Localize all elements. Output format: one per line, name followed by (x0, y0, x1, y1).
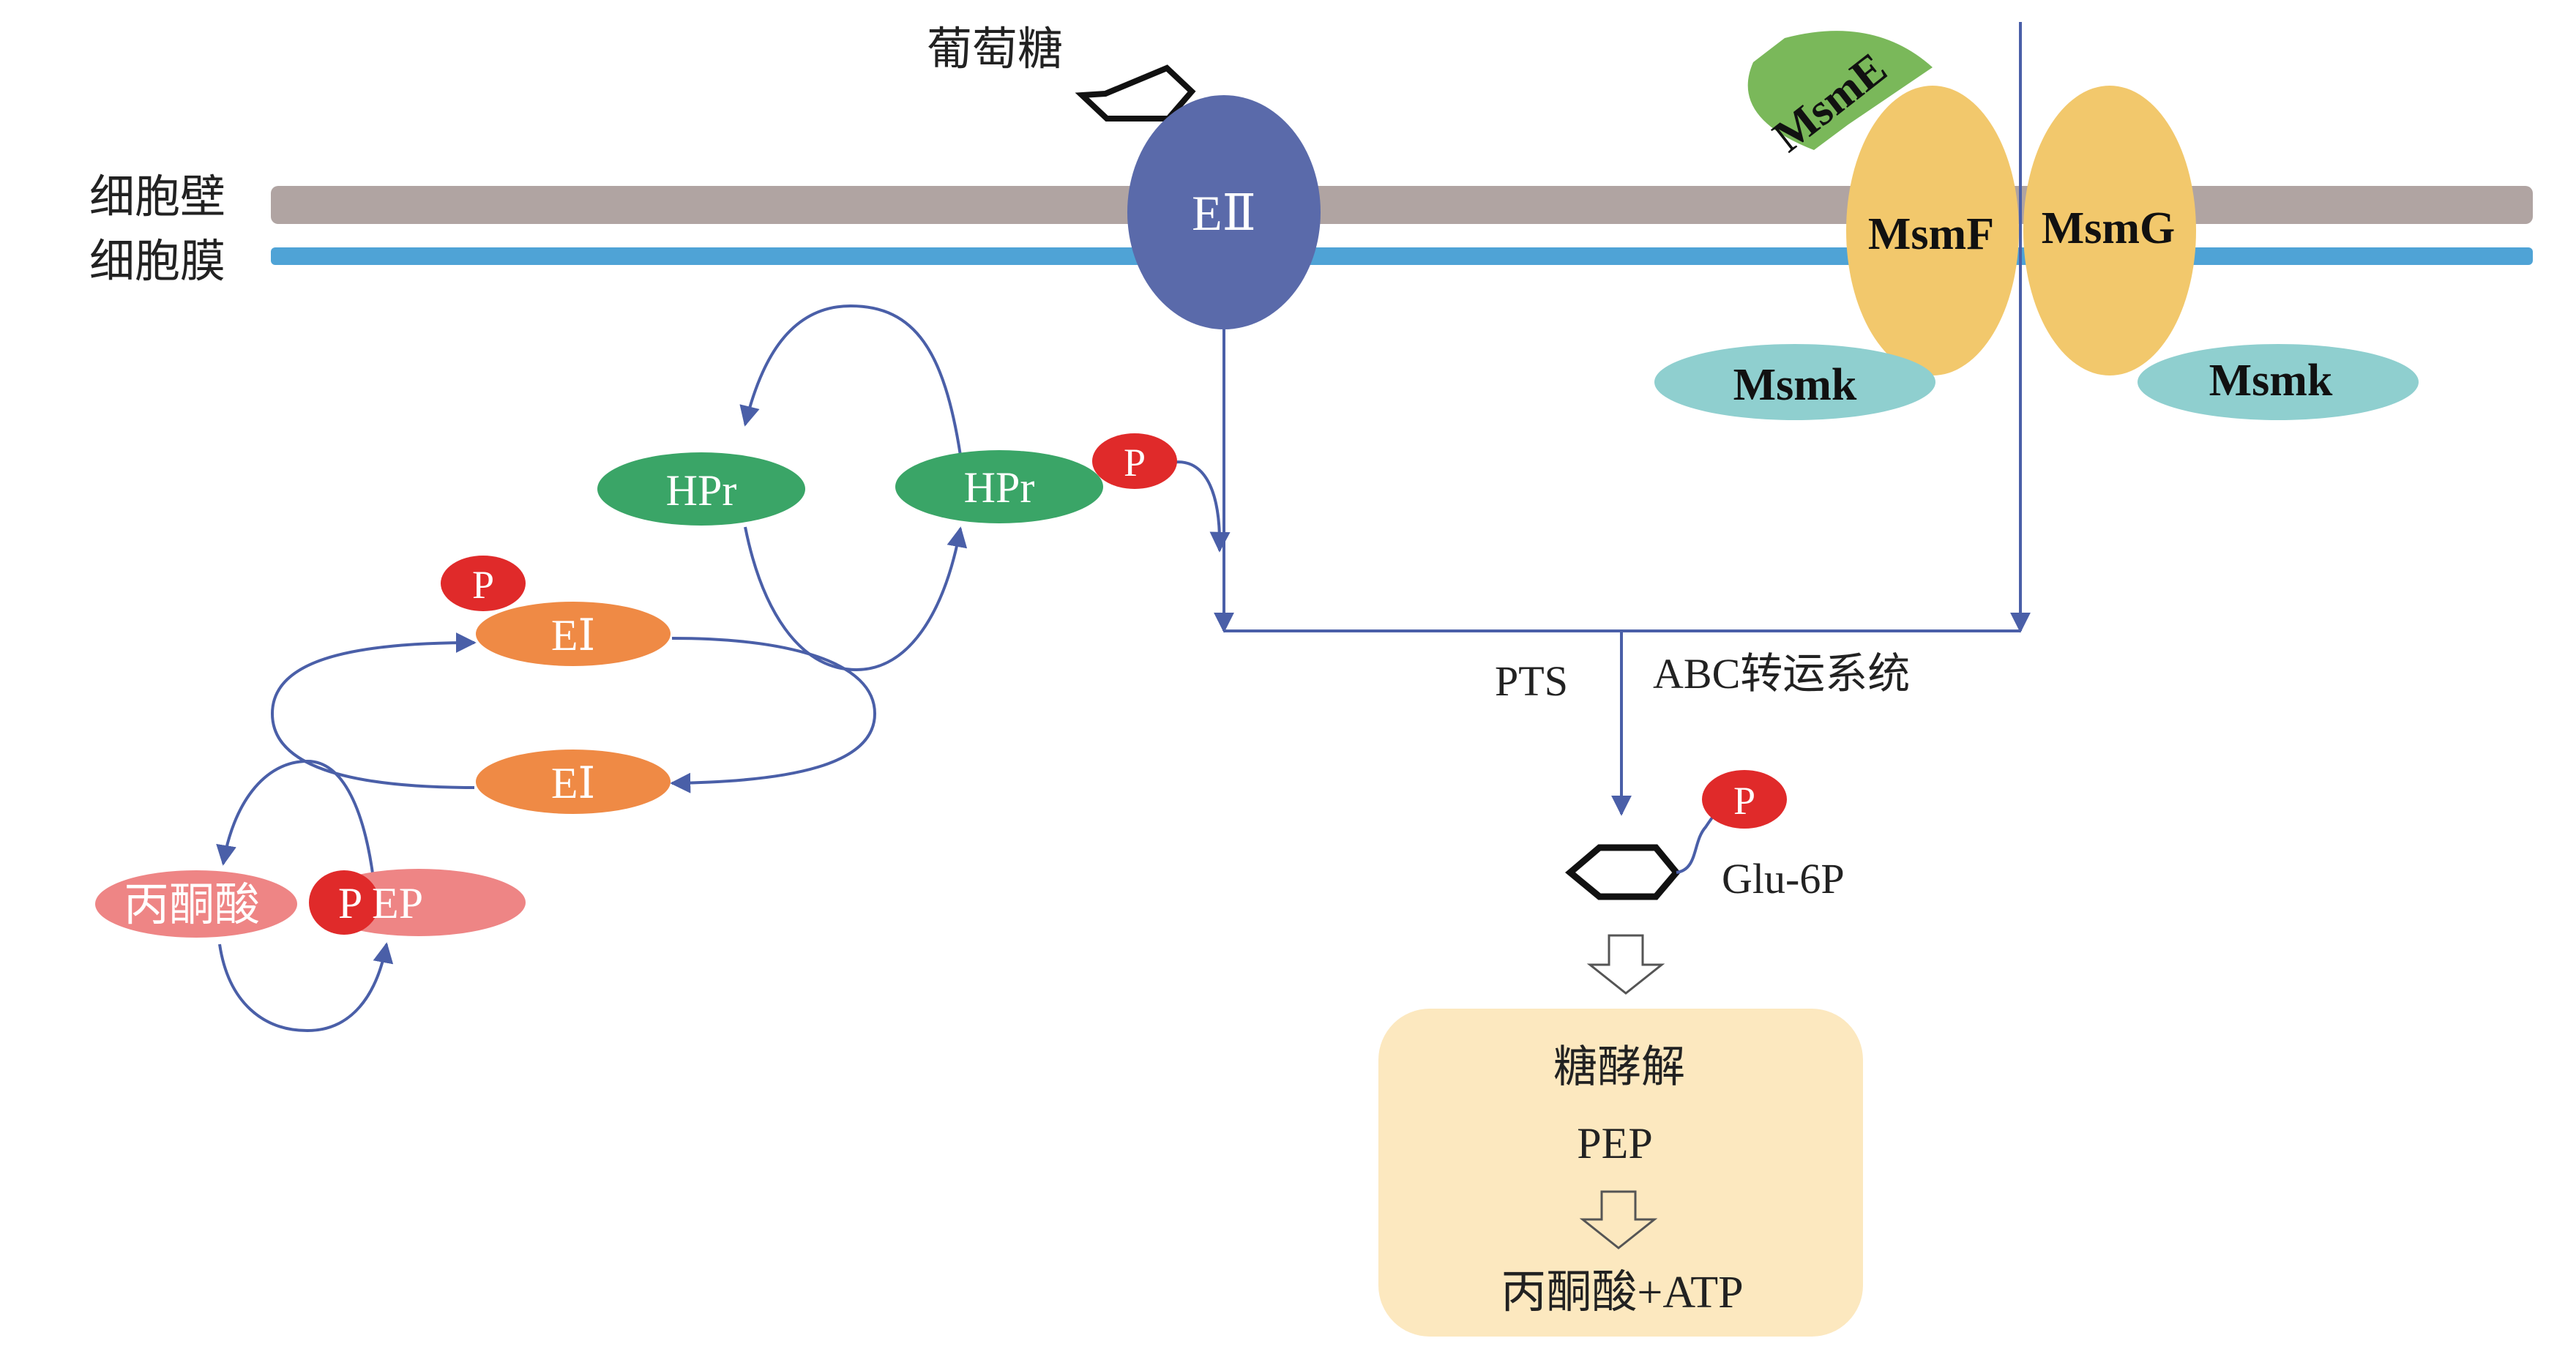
pyruvate-label: 丙酮酸 (124, 881, 260, 930)
ei-bottom-protein (476, 750, 671, 814)
glycolysis-pep: PEP (1577, 1119, 1652, 1167)
eii-protein (1127, 95, 1321, 329)
ei-bottom-label: EⅠ (551, 759, 595, 807)
msmk-left-label: Msmk (1733, 360, 1857, 410)
hpr-phosphate-label: P (1124, 441, 1146, 485)
hpr-cycle-bottom-arrow (744, 526, 968, 672)
cell-wall-label: 细胞壁 (89, 173, 225, 223)
hollow-arrow-1 (1586, 934, 1665, 995)
ei-top-protein (476, 602, 671, 666)
glucose-label: 葡萄糖 (927, 25, 1063, 75)
pep-label: P EP (338, 879, 423, 927)
ei-phosphate-label: P (472, 563, 494, 607)
ei-top-label: EⅠ (551, 611, 595, 659)
msmk-right-label: Msmk (2209, 356, 2333, 406)
glu6p-phosphate (1702, 770, 1787, 829)
ei-cycle-left-arrow (270, 632, 477, 789)
cell-membrane-label: 细胞膜 (89, 237, 225, 287)
hpr-right-label: HPr (964, 463, 1035, 512)
pts-label: PTS (1495, 657, 1568, 705)
msmk-left-protein (1654, 344, 1935, 420)
pyruvate-oval (95, 870, 297, 938)
hpr-to-eii-arrow (1171, 460, 1231, 553)
msme-protein (1747, 31, 1933, 151)
ei-phosphate (441, 556, 526, 611)
glycolysis-title: 糖酵解 (1553, 1043, 1685, 1091)
glu6p-hexagon (1564, 844, 1681, 900)
pep-cycle-top-arrow (216, 759, 375, 879)
pep-cycle-bottom-arrow (218, 942, 394, 1033)
hpr-right-protein (895, 450, 1103, 523)
msmk-right-protein (2138, 344, 2419, 420)
glu6p-phosphate-label: P (1733, 779, 1755, 823)
glu6p-label: Glu-6P (1722, 855, 1845, 903)
pep-phosphate (309, 870, 379, 935)
msmf-label: MsmF (1868, 209, 1994, 259)
msmg-protein (2023, 86, 2196, 375)
msmf-protein (1846, 86, 2019, 375)
hpr-phosphate (1092, 433, 1177, 489)
glycolysis-result: 丙酮酸+ATP (1501, 1268, 1743, 1318)
hpr-cycle-top-arrow (739, 304, 962, 456)
glycolysis-box (1378, 1009, 1863, 1337)
eii-label: EⅡ (1192, 185, 1256, 241)
abc-system-label: ABC转运系统 (1653, 650, 1910, 698)
hpr-left-protein (597, 452, 805, 526)
hollow-arrow-2 (1579, 1190, 1658, 1249)
ei-cycle-right-arrow (670, 637, 877, 793)
hpr-left-label: HPr (666, 466, 737, 515)
msmg-label: MsmG (2042, 203, 2176, 253)
glucose-hexagon (1075, 64, 1196, 122)
